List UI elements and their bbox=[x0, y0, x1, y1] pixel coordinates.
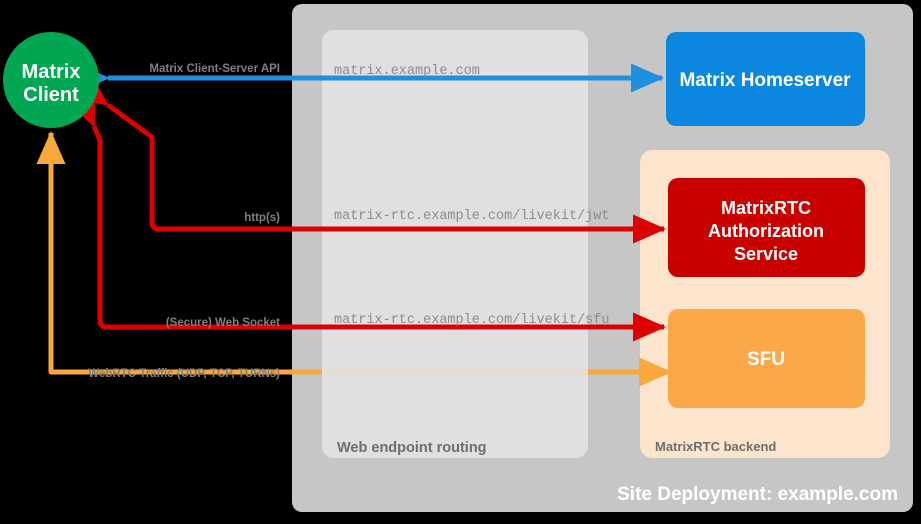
group-label-site-deployment: Site Deployment: example.com bbox=[617, 484, 898, 505]
endpoint-label-sfu: matrix-rtc.example.com/livekit/sfu bbox=[334, 313, 609, 328]
node-matrix-client-label-line1: Matrix bbox=[22, 61, 81, 83]
group-label-web-endpoint-routing: Web endpoint routing bbox=[337, 440, 487, 456]
node-auth-service-label-line3: Service bbox=[734, 244, 798, 264]
connector-label-https: http(s) bbox=[244, 212, 280, 224]
node-matrix-homeserver-label: Matrix Homeserver bbox=[679, 70, 851, 91]
connector-label-websocket: (Secure) Web Socket bbox=[166, 317, 280, 329]
endpoint-label-jwt: matrix-rtc.example.com/livekit/jwt bbox=[334, 209, 609, 224]
node-sfu[interactable] bbox=[668, 309, 865, 408]
connector-label-matrix-client-server-api: Matrix Client-Server API bbox=[149, 63, 280, 75]
group-web-endpoint-routing bbox=[322, 30, 588, 458]
node-matrix-homeserver[interactable] bbox=[666, 32, 865, 126]
connector-websocket bbox=[68, 91, 667, 342]
node-matrix-client[interactable] bbox=[3, 32, 99, 128]
connector-label-webrtc: WebRTC Traffic (UDP, TCP, TURNs) bbox=[88, 368, 280, 380]
endpoint-label-matrix: matrix.example.com bbox=[334, 64, 480, 79]
node-matrix-client-label-line2: Client bbox=[23, 84, 79, 106]
node-matrixrtc-authorization-service[interactable] bbox=[668, 178, 865, 277]
group-label-matrixrtc-backend: MatrixRTC backend bbox=[655, 439, 776, 454]
node-auth-service-label-line1: MatrixRTC bbox=[721, 198, 811, 218]
node-auth-service-label-line2: Authorization bbox=[708, 221, 824, 241]
node-sfu-label: SFU bbox=[747, 349, 785, 370]
